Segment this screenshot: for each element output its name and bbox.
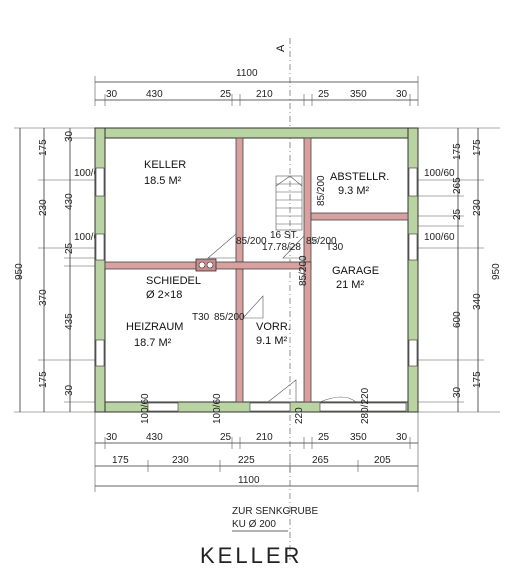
dim-right-b-2: 340: [472, 293, 483, 310]
windows: [95, 167, 418, 412]
stair-ratio: 17.78/28: [262, 242, 301, 253]
door-label-e: 85/200: [316, 175, 327, 206]
dim-top-2: 25: [220, 89, 232, 100]
room-abstellr-name: ABSTELLR.: [330, 171, 389, 183]
dim-top-4: 25: [318, 89, 330, 100]
room-heizraum-area: 18.7 M²: [134, 337, 172, 349]
win-right-1: 100/60: [424, 232, 455, 243]
win-bottom-2: 220: [294, 407, 305, 424]
schiedel-label: SCHIEDEL: [146, 275, 201, 287]
inner-wall-heizraum-vorr: [235, 268, 244, 403]
door-label-b: 85/200: [306, 236, 337, 247]
dim-right-b-1: 230: [472, 199, 483, 216]
dim-ticks-left: [14, 127, 95, 413]
dim-bottom-a-6: 30: [396, 432, 408, 443]
dim-bottom-a-3: 210: [256, 432, 273, 443]
win-bottom-1: 100/60: [212, 393, 223, 424]
dim-top-total: 1100: [236, 68, 258, 79]
win-bottom-0: 100/60: [140, 393, 151, 424]
dim-bottom-total: 1100: [238, 475, 260, 486]
dim-left-a-2: 25: [64, 242, 75, 254]
dim-top-3: 210: [256, 89, 273, 100]
staircase: [275, 175, 303, 231]
dim-bottom-b-4: 205: [374, 455, 391, 466]
dim-right-a-4: 30: [452, 386, 463, 398]
dim-bottom-b-1: 230: [172, 455, 189, 466]
dim-bottom-a-0: 30: [106, 432, 118, 443]
door-label-d: 85/200: [298, 255, 309, 286]
dim-right-a-3: 600: [452, 311, 463, 328]
dim-left-b-3: 175: [38, 371, 49, 388]
dim-top-5: 350: [350, 89, 367, 100]
room-garage-name: GARAGE: [332, 265, 379, 277]
room-vorr-name: VORR.: [256, 321, 291, 333]
outer-wall-right: [407, 127, 419, 413]
room-keller-area: 18.5 M²: [144, 175, 182, 187]
room-vorr-area: 9.1 M²: [256, 335, 288, 347]
dim-right-a-2: 25: [452, 208, 463, 220]
schiedel-size: Ø 2×18: [146, 289, 182, 301]
inner-wall-vorr-garage: [303, 261, 312, 403]
outer-wall-left: [94, 127, 106, 413]
room-keller-name: KELLER: [144, 159, 186, 171]
dim-left-b-2: 370: [38, 289, 49, 306]
door-label-c: 85/200: [214, 312, 245, 323]
dim-bottom-a-4: 25: [318, 432, 330, 443]
door-swings: [207, 233, 357, 403]
dim-bottom-b-0: 175: [112, 455, 129, 466]
dim-ticks-top: [94, 76, 419, 106]
dim-bottom-b-2: 225: [238, 455, 255, 466]
dim-right-b-0: 175: [472, 139, 483, 156]
dim-ticks-right: [418, 127, 500, 413]
dim-left-b-0: 175: [38, 139, 49, 156]
door-t30-a: T30: [192, 312, 210, 323]
dim-bottom-a-1: 430: [146, 432, 163, 443]
dim-bottom-a-5: 350: [350, 432, 367, 443]
section-marker: A: [275, 44, 287, 52]
dim-top-1: 430: [146, 89, 163, 100]
stair-count: 16 ST.: [270, 230, 298, 241]
door-label-a: 85/200: [236, 236, 267, 247]
room-garage-area: 21 M²: [336, 279, 364, 291]
dim-bottom-a-2: 25: [220, 432, 232, 443]
note-line2: KU Ø 200: [232, 519, 276, 530]
room-abstellr-area: 9.3 M²: [338, 185, 370, 197]
dim-top-0: 30: [106, 89, 118, 100]
win-bottom-3: 280/220: [360, 387, 371, 424]
win-right-0: 100/60: [424, 168, 455, 179]
door-t30-b: T30: [326, 242, 344, 253]
chimney-flue-icon: [206, 261, 214, 269]
win-left-0: 100/60: [74, 168, 105, 179]
dim-left-b-1: 230: [38, 199, 49, 216]
dim-bottom-b-3: 265: [312, 455, 329, 466]
outer-wall-top: [94, 127, 419, 139]
dim-left-total: 950: [14, 263, 25, 280]
dim-left-a-0: 30: [64, 130, 75, 142]
dim-ticks-bottom: [94, 412, 419, 492]
dim-left-a-3: 435: [64, 313, 75, 330]
dim-left-a-1: 430: [64, 193, 75, 210]
dim-right-total: 950: [491, 263, 502, 280]
dim-right-b-3: 175: [472, 371, 483, 388]
dim-left-a-4: 30: [64, 384, 75, 396]
chimney-flue-icon: [198, 261, 206, 269]
dim-top-6: 30: [396, 89, 408, 100]
note-line1: ZUR SENKGRUBE: [232, 506, 318, 517]
win-left-1: 100/60: [74, 232, 105, 243]
page-title: KELLER: [200, 543, 302, 568]
dim-right-a-1: 265: [452, 177, 463, 194]
room-heizraum-name: HEIZRAUM: [126, 321, 183, 333]
dim-right-a-0: 175: [452, 143, 463, 160]
inner-wall-abstellr-garage: [310, 212, 409, 221]
